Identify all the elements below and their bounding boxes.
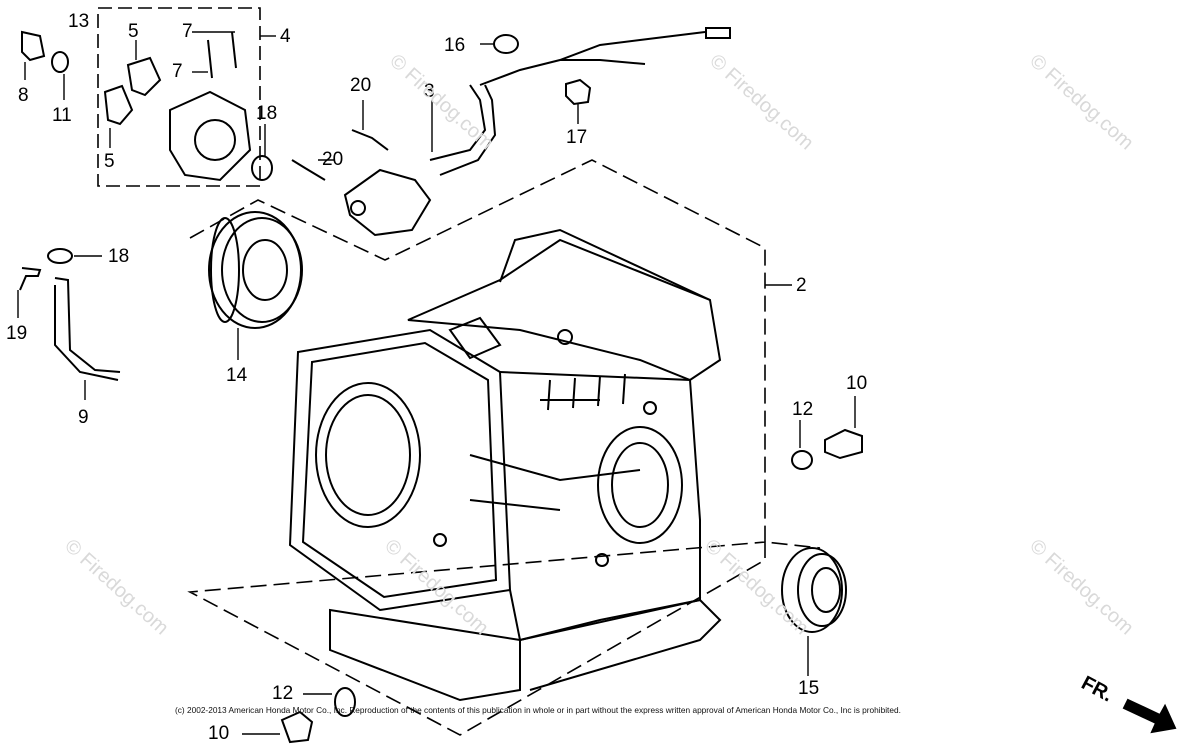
leader-lines bbox=[17, 31, 856, 735]
callout-14: 14 bbox=[226, 365, 248, 386]
callout-15: 15 bbox=[798, 678, 820, 699]
callout-11: 11 bbox=[52, 105, 72, 126]
callout-12-bottom: 12 bbox=[272, 683, 294, 704]
bolt-20-lower bbox=[291, 159, 326, 181]
ball-bearing bbox=[208, 211, 303, 329]
washer-11 bbox=[51, 51, 69, 73]
callout-20-top: 20 bbox=[350, 75, 372, 96]
oil-seal bbox=[781, 547, 847, 633]
callout-7-middle: 7 bbox=[172, 61, 183, 82]
washer-12-bottom bbox=[334, 687, 356, 717]
governor-holder-5 bbox=[103, 84, 134, 126]
callout-16: 16 bbox=[444, 35, 466, 56]
callout-4: 4 bbox=[280, 26, 291, 47]
callout-12-right: 12 bbox=[792, 399, 814, 420]
callout-10-right: 10 bbox=[846, 373, 868, 394]
washer-18-upper bbox=[251, 155, 273, 181]
callout-2: 2 bbox=[796, 275, 807, 296]
clip-19 bbox=[19, 267, 42, 291]
copyright-notice: (c) 2002-2013 American Honda Motor Co., … bbox=[175, 705, 901, 715]
breather-assembly bbox=[343, 27, 731, 237]
callout-5-bottom: 5 bbox=[104, 151, 115, 172]
governor-arm-5 bbox=[126, 56, 162, 97]
crankcase-assembly-boundary bbox=[187, 159, 821, 736]
callout-17: 17 bbox=[566, 127, 588, 148]
pin-7a bbox=[207, 39, 213, 79]
callout-5-top: 5 bbox=[128, 21, 139, 42]
bolt-10-right bbox=[824, 428, 863, 460]
pin-7b bbox=[231, 31, 237, 69]
front-arrow-icon bbox=[1122, 698, 1177, 734]
callout-18-top: 18 bbox=[256, 103, 278, 124]
callout-10-bottom: 10 bbox=[208, 723, 230, 744]
governor-assembly-box bbox=[97, 7, 261, 187]
callout-8: 8 bbox=[18, 85, 29, 106]
washer-12-right bbox=[791, 450, 813, 470]
callout-20-middle: 20 bbox=[322, 149, 344, 170]
washer-18-left bbox=[47, 248, 73, 264]
bolt-20-upper bbox=[351, 129, 389, 151]
bolt-10-bottom bbox=[280, 710, 314, 744]
governor-gear bbox=[169, 90, 252, 182]
callout-7-top: 7 bbox=[182, 21, 193, 42]
crankcase bbox=[288, 228, 722, 702]
nut-17 bbox=[565, 78, 592, 106]
callout-3: 3 bbox=[424, 81, 435, 102]
callout-9: 9 bbox=[78, 407, 89, 428]
callout-18-left: 18 bbox=[108, 246, 130, 267]
callout-19: 19 bbox=[6, 323, 28, 344]
dipstick-9 bbox=[54, 277, 121, 381]
callout-13: 13 bbox=[68, 11, 90, 32]
pin-8 bbox=[21, 30, 46, 62]
